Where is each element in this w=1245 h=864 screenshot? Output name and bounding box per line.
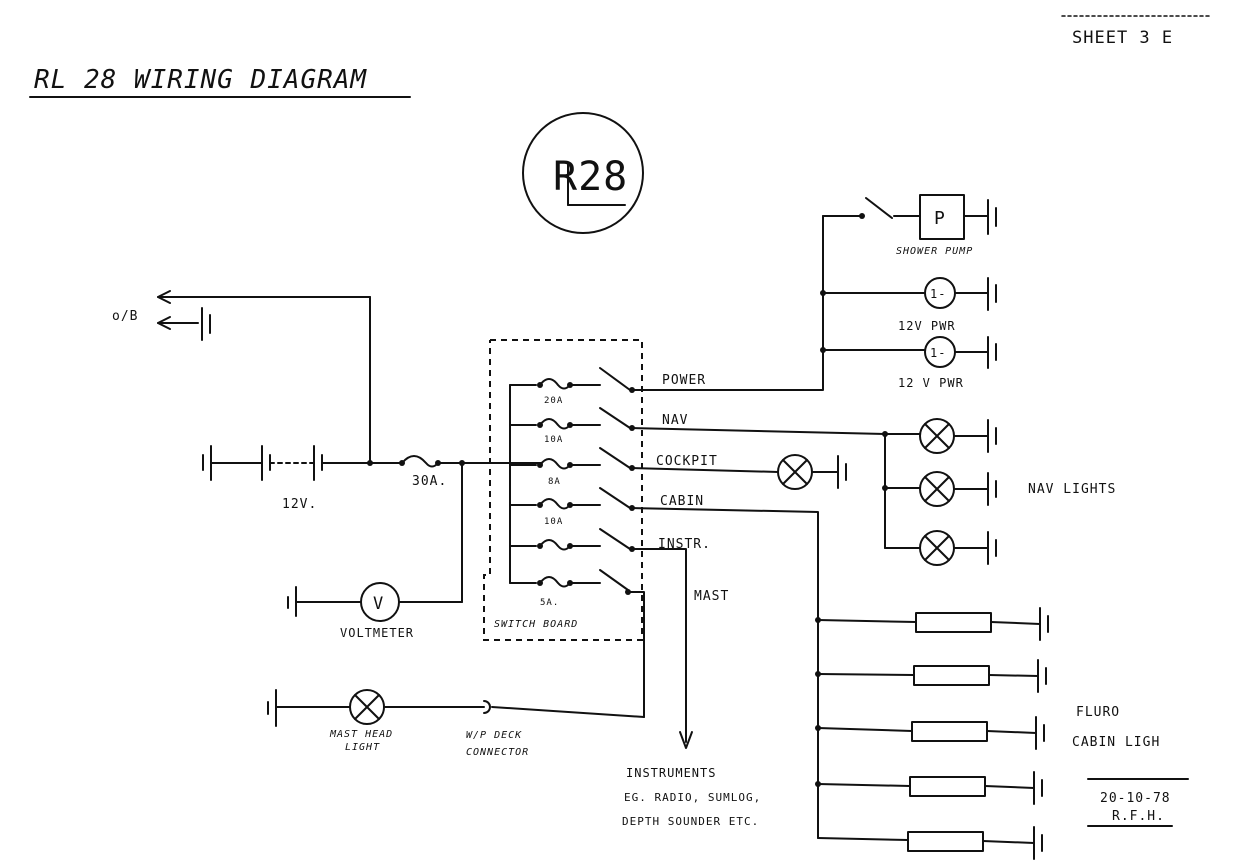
voltmeter-label: VOLTMETER <box>340 626 414 640</box>
main-fuse-30a: 30A. <box>399 455 447 489</box>
nav-light-3 <box>884 530 997 566</box>
fluro-label-1: FLURO <box>1076 705 1120 720</box>
fluro-light-3 <box>815 716 1045 750</box>
main-fuse-label: 30A. <box>412 474 447 489</box>
power-outlet-2: 1- 12 V PWR <box>820 336 997 390</box>
mast-head-label-2: LIGHT <box>345 742 380 753</box>
fluro-light-2 <box>815 659 1047 693</box>
outboard-label: o/B <box>112 309 138 324</box>
switch-row-cockpit: 8A <box>509 447 635 487</box>
switch-row-cabin: 10A <box>509 487 635 527</box>
logo-text: R28 <box>553 154 628 200</box>
circuit-nav-label: NAV <box>662 413 688 428</box>
switch-row-instr <box>509 528 635 552</box>
mast-head-light: MAST HEAD LIGHT <box>267 689 485 753</box>
nav-lights-label: NAV LIGHTS <box>1028 482 1116 497</box>
fluro-light-1 <box>815 607 1049 641</box>
power-wire <box>631 215 824 391</box>
junction <box>367 460 373 466</box>
power-outlet-1: 1- 12V PWR <box>820 277 997 333</box>
nav-light-1 <box>884 418 997 454</box>
circuit-instr-label: INSTR. <box>658 537 711 552</box>
switchboard-box <box>483 339 643 641</box>
outlet-symbol-1: 1- <box>930 287 946 301</box>
deck-connector: W/P DECK CONNECTOR <box>466 700 645 758</box>
instr-arrow <box>679 731 693 749</box>
voltmeter-symbol: V <box>373 594 384 614</box>
mast-wire <box>627 591 645 718</box>
cockpit-wire <box>631 467 779 473</box>
switch-row-power: 20A <box>509 367 635 406</box>
instr-wire <box>631 548 687 743</box>
switch-row-mast: 5A. <box>509 569 631 608</box>
footer-initials: R.F.H. <box>1112 809 1165 824</box>
switch-row-nav: 10A <box>509 407 635 445</box>
fluro-label-2: CABIN LIGH <box>1072 735 1160 750</box>
deck-connector-label-2: CONNECTOR <box>466 747 529 758</box>
pump-symbol: P <box>934 208 946 229</box>
outlet-symbol-2: 1- <box>930 346 946 360</box>
battery-12v: 12V. <box>202 445 323 512</box>
circuit-mast-label: MAST <box>694 589 729 604</box>
fluro-light-5 <box>817 826 1043 860</box>
outlet-2-label: 12 V PWR <box>898 376 964 390</box>
circuit-power-label: POWER <box>662 373 706 388</box>
fuse-label-power: 20A <box>544 396 563 406</box>
outlet-1-label: 12V PWR <box>898 319 956 333</box>
page-title: RL 28 WIRING DIAGRAM <box>34 65 367 95</box>
fluro-light-4 <box>815 771 1043 805</box>
instruments-label-3: DEPTH SOUNDER ETC. <box>622 815 759 828</box>
nav-light-2 <box>884 471 997 507</box>
outboard-output: o/B <box>112 290 371 341</box>
fuse-label-cabin: 10A <box>544 517 563 527</box>
fuse-label-cockpit: 8A <box>548 477 561 487</box>
sheet-number: SHEET 3 E <box>1072 28 1173 48</box>
instruments-label-2: EG. RADIO, SUMLOG, <box>624 791 761 804</box>
shower-pump-label: SHOWER PUMP <box>896 246 973 257</box>
battery-label: 12V. <box>282 497 317 512</box>
fuse-label-nav: 10A <box>544 435 563 445</box>
cockpit-light <box>777 454 847 490</box>
fuse-label-mast: 5A. <box>540 598 559 608</box>
rl28-logo: R28 <box>522 112 644 234</box>
voltmeter: V VOLTMETER <box>287 462 463 640</box>
circuit-cabin-label: CABIN <box>660 494 704 509</box>
nav-wire <box>631 427 886 435</box>
footer-date: 20-10-78 <box>1100 791 1171 806</box>
deck-connector-label-1: W/P DECK <box>466 730 522 741</box>
shower-pump: P SHOWER PUMP <box>822 194 997 257</box>
instruments-label-1: INSTRUMENTS <box>626 766 716 780</box>
mast-head-label-1: MAST HEAD <box>329 729 393 740</box>
cabin-wire <box>631 507 819 839</box>
circuit-cockpit-label: COCKPIT <box>656 454 718 469</box>
switchboard-label: SWITCH BOARD <box>494 619 578 630</box>
